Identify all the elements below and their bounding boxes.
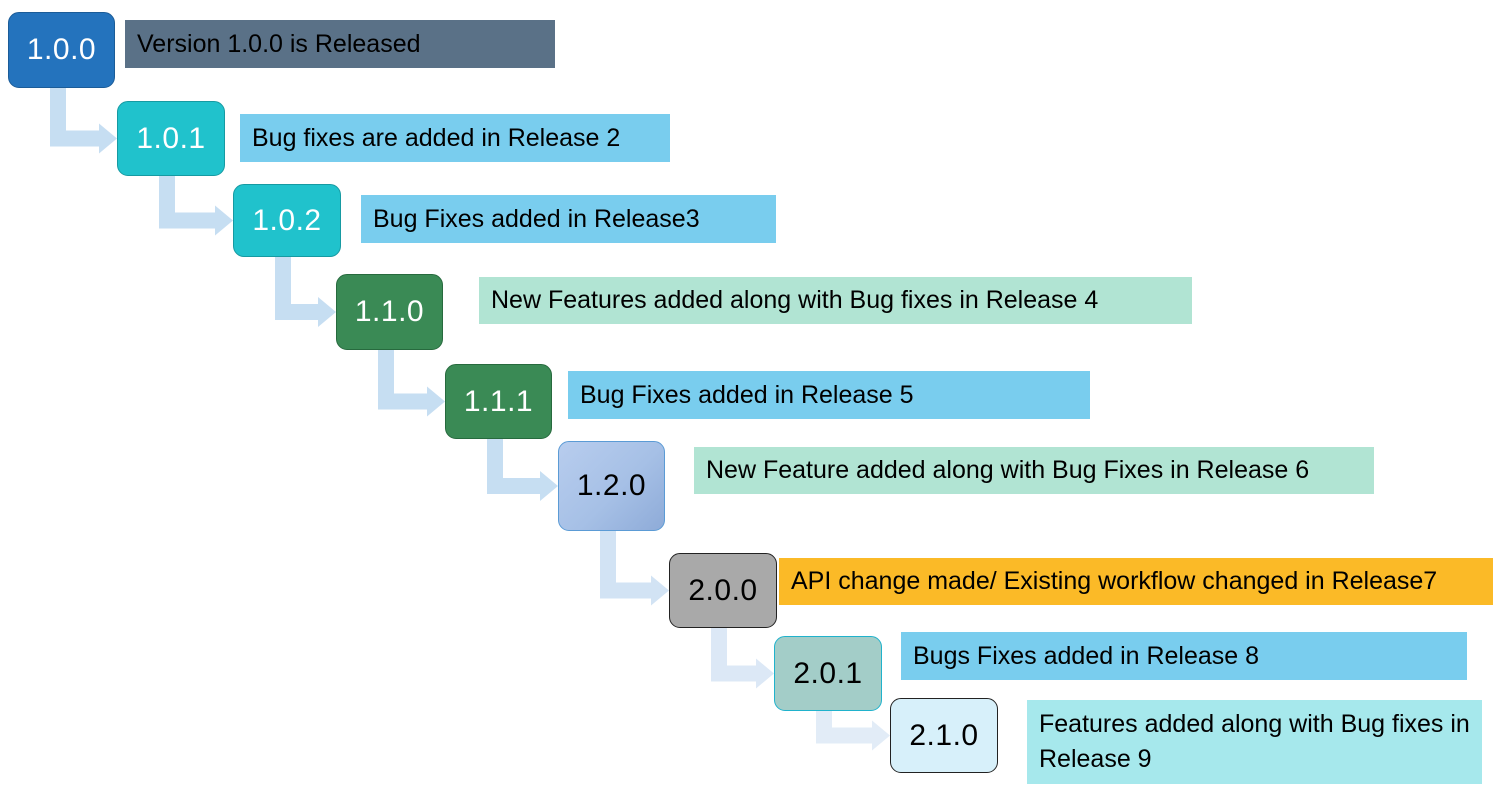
version-box: 1.0.1 [117,101,225,176]
version-label: 1.0.1 [136,121,206,155]
connector-arrow-shape [487,439,558,501]
release-description-text: New Features added along with Bug fixes … [491,286,1099,314]
release-description-text: Bug fixes are added in Release 2 [252,123,621,152]
release-description: Bug Fixes added in Release 5 [568,371,1090,419]
connector-arrow-shape [378,350,445,417]
version-box: 1.2.0 [558,441,665,531]
connector-arrow [816,711,890,751]
version-label: 1.1.1 [463,384,534,418]
release-description-text: Version 1.0.0 is Released [137,29,421,58]
release-description: New Features added along with Bug fixes … [479,277,1192,324]
connector-arrow-shape [600,531,669,606]
connector-arrow-shape [711,628,774,689]
release-description-text: Features added along with Bug fixes in R… [1039,710,1470,773]
version-label: 2.0.0 [688,573,758,607]
version-box: 2.1.0 [890,698,998,773]
version-box: 1.0.2 [233,184,341,257]
version-box: 1.1.0 [336,274,443,350]
version-box: 2.0.1 [774,636,882,711]
version-label: 1.0.2 [252,203,322,237]
release-description: Bug Fixes added in Release3 [361,195,776,243]
release-description-text: New Feature added along with Bug Fixes i… [706,456,1310,484]
connector-arrow [711,628,774,689]
release-description-text: API change made/ Existing workflow chang… [791,567,1438,595]
version-label: 1.1.0 [354,295,425,328]
release-description: Bug fixes are added in Release 2 [240,114,670,162]
version-label: 1.0.0 [26,33,97,66]
version-label: 1.2.0 [576,469,647,502]
connector-arrow [487,439,558,501]
version-box: 1.0.0 [8,12,115,88]
connector-arrow [50,88,117,154]
connector-arrow [275,257,336,327]
release-description: API change made/ Existing workflow chang… [779,558,1493,605]
release-description-text: Bug Fixes added in Release3 [373,204,700,233]
release-description-text: Bug Fixes added in Release 5 [580,380,914,409]
release-description: New Feature added along with Bug Fixes i… [694,447,1374,494]
connector-arrow [600,531,669,606]
release-description: Version 1.0.0 is Released [125,20,555,68]
connector-arrow-shape [50,88,117,154]
connector-arrow-shape [275,257,336,327]
version-label: 2.0.1 [793,656,863,690]
connector-arrow [159,176,233,236]
release-description: Bugs Fixes added in Release 8 [901,632,1467,680]
release-description-text: Bugs Fixes added in Release 8 [913,641,1260,670]
version-box: 2.0.0 [669,553,777,628]
connector-arrow-shape [816,711,890,751]
version-box: 1.1.1 [445,364,552,439]
connector-arrow-shape [159,176,233,236]
version-label: 2.1.0 [909,718,979,752]
connector-arrow [378,350,445,417]
release-description: Features added along with Bug fixes in R… [1027,700,1482,784]
